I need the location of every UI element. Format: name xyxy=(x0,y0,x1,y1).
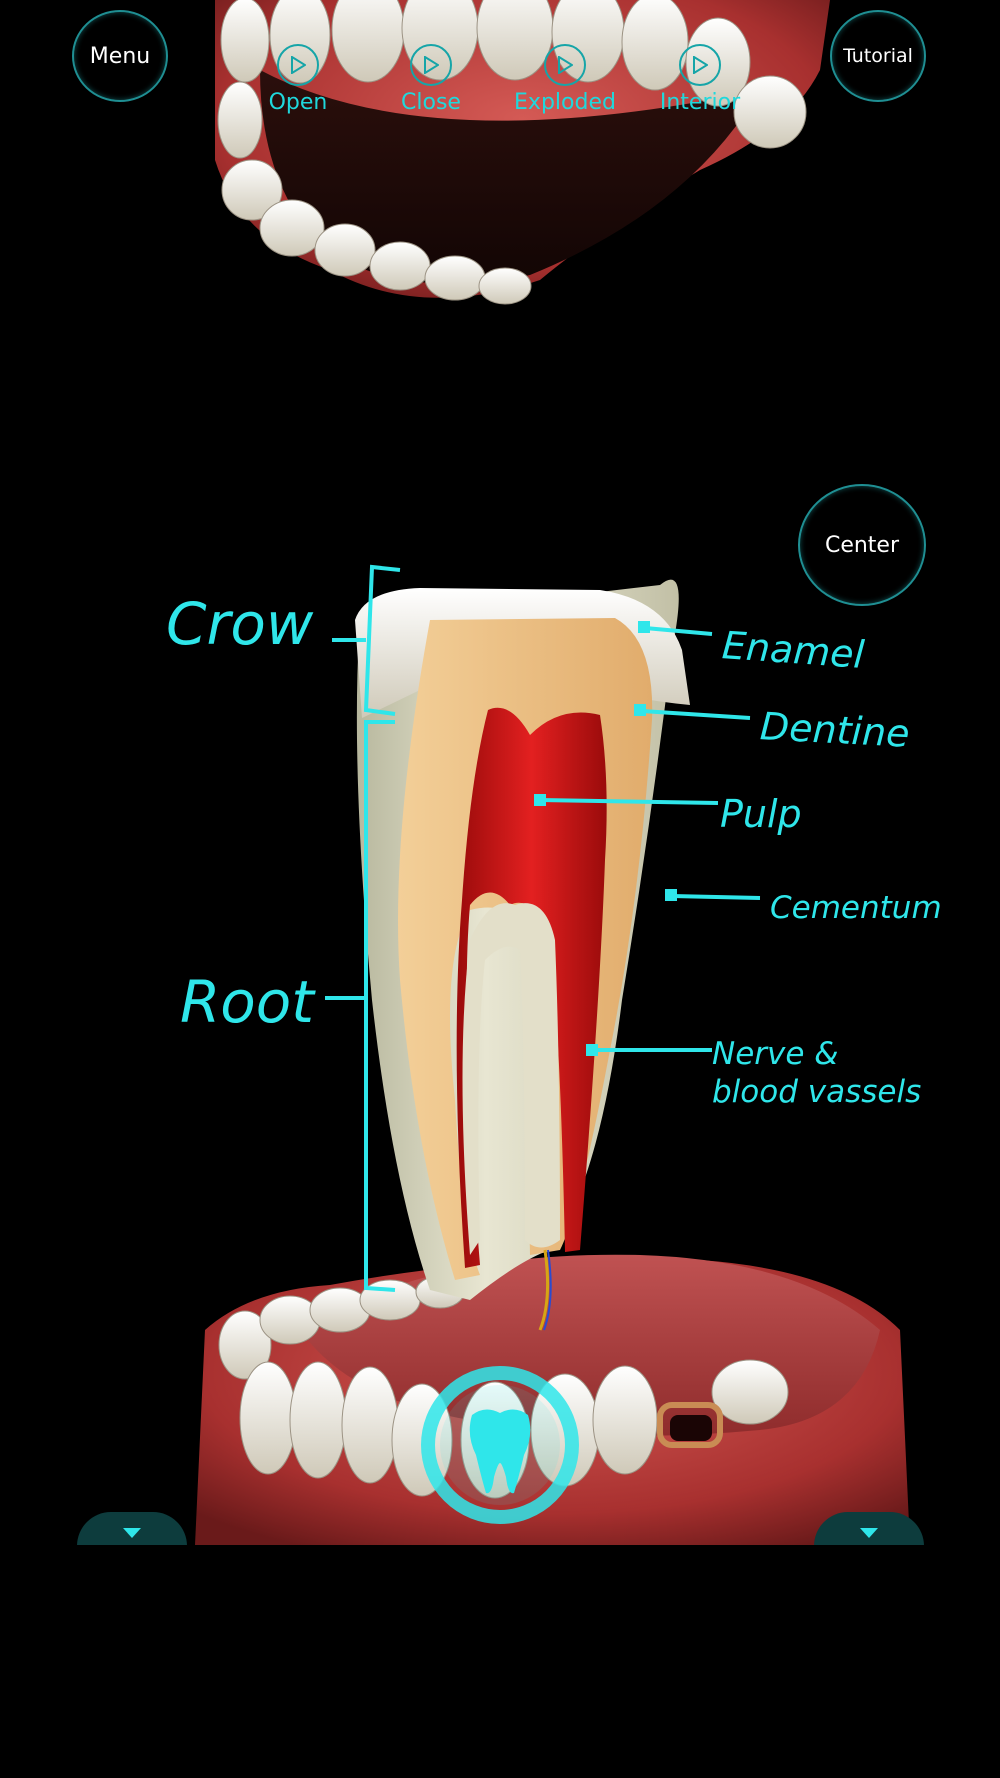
play-icon xyxy=(679,44,721,86)
tooth-selector-button[interactable] xyxy=(410,1355,590,1535)
close-label: Close xyxy=(401,90,461,115)
root-label: Root xyxy=(180,968,315,1036)
open-button[interactable]: Open xyxy=(238,44,358,115)
3d-viewport[interactable]: Menu Tutorial Open Close Exploded Interi… xyxy=(0,0,1000,1545)
right-panel-tab[interactable] xyxy=(814,1512,924,1545)
chevron-down-icon xyxy=(123,1528,141,1538)
menu-button[interactable]: Menu xyxy=(72,10,168,102)
bracket-lines xyxy=(325,564,761,1292)
nerve-label-line1: Nerve & xyxy=(712,1036,839,1072)
play-icon xyxy=(277,44,319,86)
play-icon xyxy=(410,44,452,86)
center-button[interactable]: Center xyxy=(798,484,926,606)
upper-jaw xyxy=(215,0,830,305)
play-icon xyxy=(544,44,586,86)
left-panel-tab[interactable] xyxy=(77,1512,187,1545)
pulp-label: Pulp xyxy=(720,792,802,836)
close-button[interactable]: Close xyxy=(371,44,491,115)
pointer-dots xyxy=(534,621,677,1056)
exploded-button[interactable]: Exploded xyxy=(505,44,625,115)
menu-label: Menu xyxy=(89,43,151,69)
tutorial-label: Tutorial xyxy=(843,45,913,67)
cementum-label: Cementum xyxy=(770,890,942,926)
center-label: Center xyxy=(824,532,900,558)
tooth-icon xyxy=(421,1366,579,1524)
exploded-label: Exploded xyxy=(514,90,616,115)
interior-button[interactable]: Interior xyxy=(640,44,760,115)
tutorial-button[interactable]: Tutorial xyxy=(830,10,926,102)
nerve-label-line2: blood vassels xyxy=(712,1074,922,1110)
dentine-label: Dentine xyxy=(758,704,911,756)
interior-label: Interior xyxy=(659,90,741,115)
open-label: Open xyxy=(268,90,328,115)
chevron-down-icon xyxy=(860,1528,878,1538)
crown-label: Crow xyxy=(166,590,314,658)
tooth-model-render xyxy=(195,0,910,1545)
tooth-cross-section xyxy=(355,579,690,1331)
